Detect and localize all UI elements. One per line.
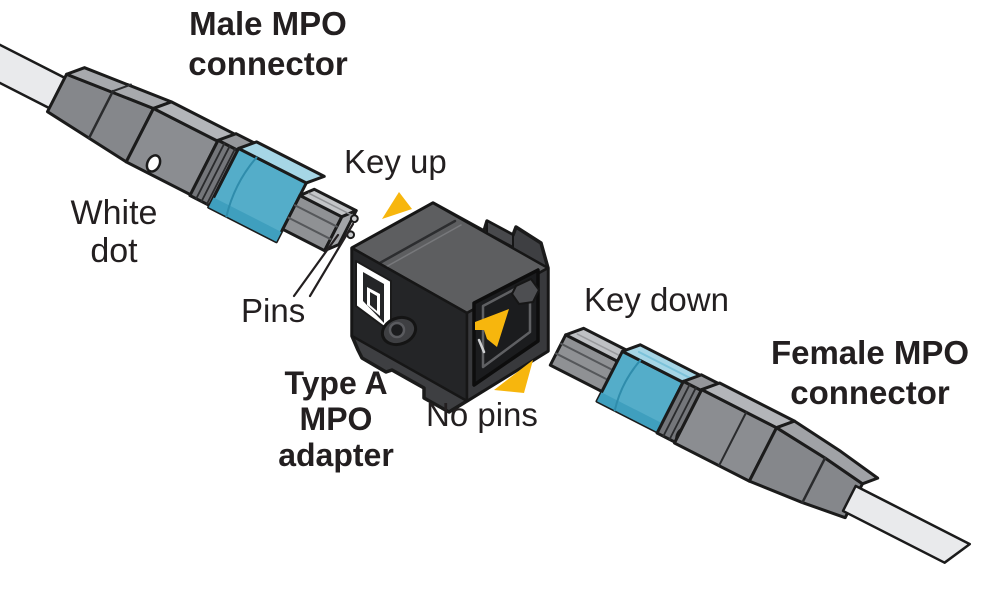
pins-marker (349, 214, 359, 224)
female-collar-rib (668, 386, 697, 441)
key-up-label: Key up (344, 143, 447, 180)
female-cable (841, 484, 972, 564)
adapter-socket (472, 268, 540, 387)
male-boot-seam (87, 89, 115, 140)
male-connector-label-line1: Male MPO (189, 5, 347, 42)
male-connector-label-line2: connector (188, 45, 348, 82)
male-connector-label: Male MPO connector (150, 4, 386, 84)
adapter-label-line2: MPO (299, 401, 373, 437)
male-aqua-housing-shade (208, 197, 282, 242)
female-collar-rib (662, 383, 691, 438)
male-ferrule-groove-top (308, 192, 352, 216)
key-up-pointer-icon (382, 192, 412, 219)
male-ferrule-groove (293, 204, 338, 228)
female-connector-label-line2: connector (790, 374, 950, 411)
female-connector-label: Female MPO connector (752, 333, 987, 413)
adapter-label-line1: Type A (284, 365, 388, 401)
key-down-label: Key down (584, 281, 729, 318)
white-dot-label: White dot (38, 194, 190, 270)
adapter-flange-ridge-highlight (383, 224, 462, 269)
male-boot-seam-top (111, 83, 132, 93)
type-a-mpo-adapter (350, 201, 550, 414)
adapter-top-tab (486, 220, 514, 248)
female-ferrule-groove (560, 342, 614, 372)
male-collar-rib (200, 145, 231, 203)
male-ferrule-groove (287, 216, 332, 241)
adapter-socket-latch (511, 278, 540, 305)
white-dot-marker (145, 154, 162, 173)
male-aqua-seam (225, 156, 258, 218)
female-aqua-top-line (637, 350, 695, 381)
white-dot-label-line2: dot (90, 232, 138, 270)
pins-callout-lines (292, 222, 355, 298)
female-body-seam (718, 411, 748, 467)
pins-callout-line (292, 233, 340, 298)
no-pins-label: No pins (426, 396, 538, 433)
adapter-key-icon (475, 309, 509, 347)
female-ferrule-groove (555, 352, 609, 381)
adapter-keyway-window-core (370, 292, 377, 311)
adapter-flange-ridge (376, 219, 457, 266)
male-collar-rib (205, 147, 236, 206)
pins-callout-line (308, 222, 355, 298)
male-collar-rib (195, 142, 226, 200)
female-boot-seam (801, 456, 827, 504)
male-mpo-connector (0, 24, 359, 253)
female-aqua-seam (613, 359, 642, 412)
adapter-socket-highlight (477, 338, 486, 354)
female-mpo-connector (548, 326, 972, 564)
white-dot-label-line1: White (70, 194, 158, 232)
pins-label: Pins (241, 292, 306, 329)
no-pins-pointer-icon (494, 360, 533, 393)
male-aqua-housing-top (237, 140, 326, 185)
adapter-screw-hole (388, 321, 406, 339)
adapter-label-line3: adapter (278, 437, 394, 473)
female-aqua-housing-shade (596, 392, 663, 433)
female-connector-label-line1: Female MPO (770, 334, 970, 371)
adapter-label: Type A MPO adapter (248, 365, 424, 473)
